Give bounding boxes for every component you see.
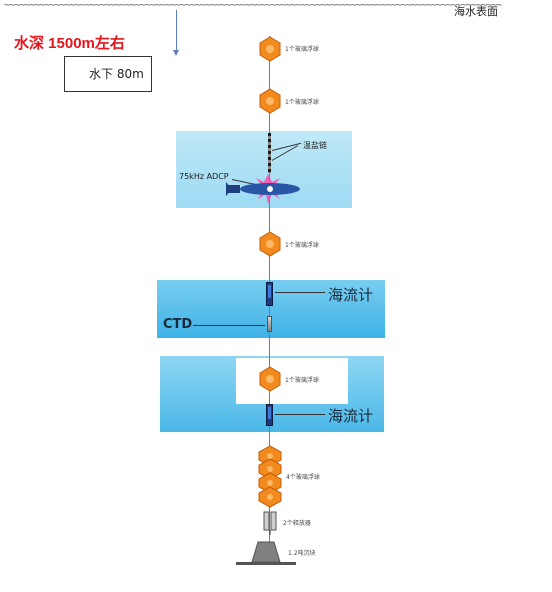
ctd-leader <box>193 325 265 326</box>
current-meter-leader <box>275 292 325 293</box>
glass-float-cluster-icon <box>258 445 282 508</box>
sea-surface-waves: ~~~~~~~~~~~~~~~~~~~~~~~~~~~~~~~~~~~~~~~~… <box>4 0 502 11</box>
glass-float-icon <box>259 36 281 62</box>
depth-80m-label: 水下 80m <box>89 67 144 81</box>
current-meter-instrument <box>266 404 273 426</box>
depth-80m-box: 水下 80m <box>64 56 152 92</box>
ctd-label: CTD <box>163 317 193 332</box>
float-label-3: 1个玻璃浮球 <box>285 242 319 249</box>
current-meter-label-1: 海流计 <box>328 286 374 304</box>
depth-indicator-line <box>176 10 177 54</box>
float-cluster-label: 4个玻璃浮球 <box>286 474 320 481</box>
glass-float-icon <box>259 88 281 114</box>
glass-float-icon <box>259 366 281 392</box>
current-meter-label-2: 海流计 <box>328 407 374 425</box>
float-label-2: 1个玻璃浮球 <box>285 99 319 106</box>
temp-chain-label: 温盐链 <box>303 141 327 150</box>
temp-salinity-chain <box>268 133 271 173</box>
sea-surface-label: 海水表面 <box>454 5 498 18</box>
float-label-4: 1个玻璃浮球 <box>285 377 319 384</box>
glass-float-icon <box>259 231 281 257</box>
depth-indicator-arrow <box>173 50 179 56</box>
adcp-instrument-icon <box>226 174 300 204</box>
anchor-weight-icon <box>236 541 296 565</box>
anchor-label: 1.2吨沉块 <box>288 550 316 557</box>
water-depth-label: 水深 1500m左右 <box>14 35 125 52</box>
float-label-1: 1个玻璃浮球 <box>285 46 319 53</box>
release-label: 2个释放器 <box>283 520 311 527</box>
ctd-instrument <box>267 316 272 332</box>
acoustic-release-icon <box>263 511 277 535</box>
water-band-white-inset <box>236 358 348 404</box>
current-meter-instrument <box>266 282 273 306</box>
adcp-label: 75kHz ADCP <box>179 172 229 181</box>
current-meter-leader <box>275 414 325 415</box>
